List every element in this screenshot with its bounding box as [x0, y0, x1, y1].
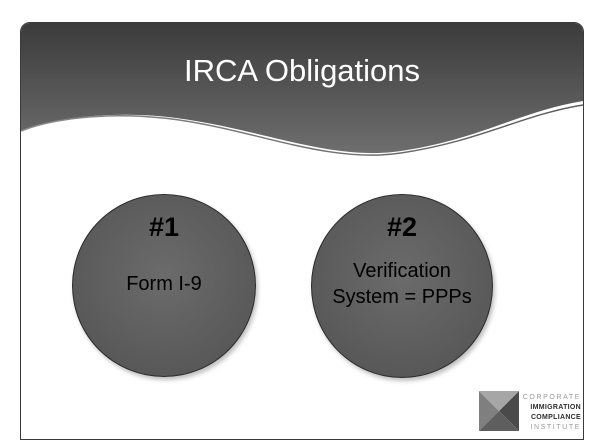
institute-logo: CORPORATE IMMIGRATION COMPLIANCE INSTITU…: [479, 389, 581, 435]
slide: IRCA Obligations #1 Form I-9 #2 Verifica…: [20, 22, 584, 440]
obligation-label-line: Form I-9: [126, 273, 202, 295]
slide-title: IRCA Obligations: [183, 53, 421, 88]
obligation-number: #2: [386, 212, 418, 242]
title-banner: [21, 23, 583, 165]
logo-mark-icon: [479, 391, 519, 431]
obligation-circle-1: #1 Form I-9: [72, 194, 256, 377]
obligation-label: Form I-9: [73, 271, 255, 297]
obligation-circle-2: #2 Verification System = PPPs: [311, 194, 493, 378]
logo-line: CORPORATE: [522, 394, 581, 401]
logo-line: INSTITUTE: [530, 424, 581, 431]
obligation-label-line: System = PPPs: [332, 286, 472, 308]
obligation-label-line: Verification: [353, 260, 451, 282]
obligation-label: Verification System = PPPs: [312, 258, 492, 310]
obligation-number: #1: [148, 212, 180, 242]
logo-line: COMPLIANCE: [530, 414, 581, 421]
logo-text: CORPORATE IMMIGRATION COMPLIANCE INSTITU…: [517, 393, 581, 433]
logo-line: IMMIGRATION: [530, 404, 581, 411]
